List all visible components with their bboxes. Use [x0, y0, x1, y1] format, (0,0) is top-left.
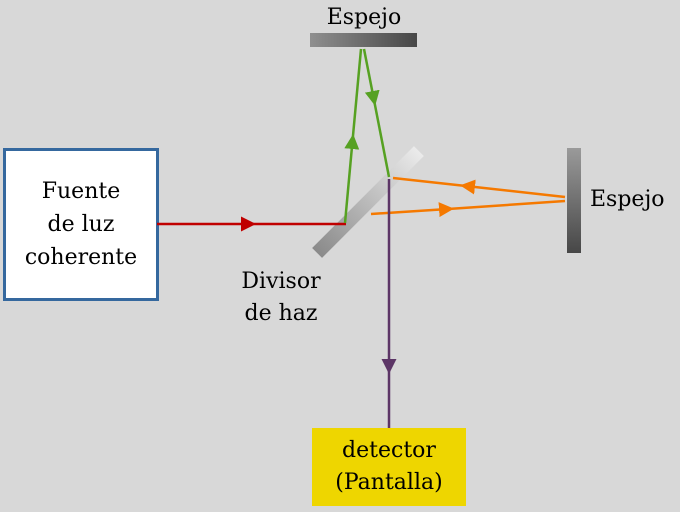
mirror-top-label: Espejo — [326, 5, 402, 30]
beam-splitter-label-line1: Divisor — [241, 269, 321, 294]
beam-splitter-label: Divisor de haz — [222, 266, 340, 330]
green-beam-return — [362, 48, 391, 178]
mirror-right-label: Espejo — [590, 187, 665, 212]
green-beam-up — [343, 48, 363, 224]
orange-beam-return — [392, 176, 566, 199]
mirror-top-bar — [310, 33, 417, 47]
source-label-line2: de luz — [47, 212, 115, 237]
source-label-line3: coherente — [24, 245, 138, 270]
beam-splitter-plate — [312, 146, 424, 258]
detector-box: detector (Pantalla) — [312, 428, 466, 506]
mirror-right-bar — [567, 148, 581, 253]
detector-label-line2: (Pantalla) — [335, 470, 443, 495]
detector-label-line1: detector — [342, 438, 436, 463]
light-source-box: Fuente de luz coherente — [3, 148, 159, 301]
source-label-line1: Fuente — [41, 179, 121, 204]
orange-beam-out — [370, 199, 566, 218]
beam-splitter-label-line2: de haz — [244, 301, 318, 326]
